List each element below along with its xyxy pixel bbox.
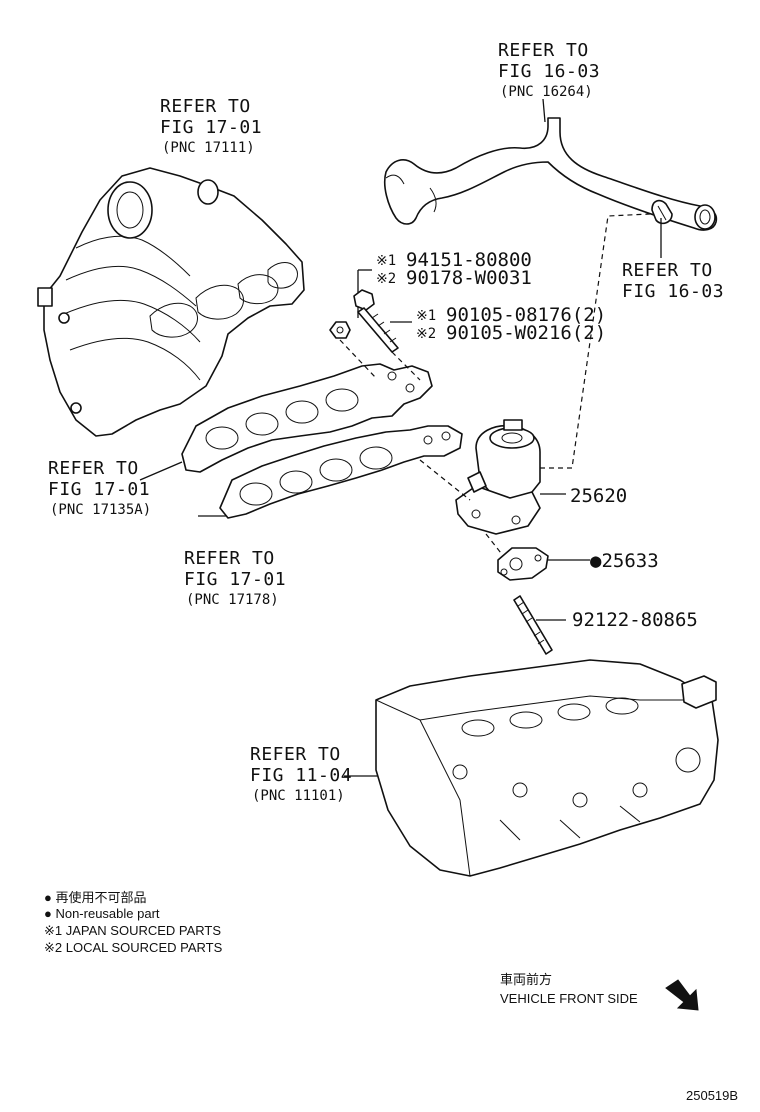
hose-ref-l2: FIG 16-03 bbox=[498, 61, 600, 82]
nut-part-2: 90178-W0031 bbox=[406, 267, 532, 289]
egr-valve-part: 25620 bbox=[570, 485, 627, 507]
gasket-b-drawing bbox=[219, 425, 463, 519]
legend-nonreusable: ● Non-reusable part bbox=[44, 906, 160, 921]
figure-id: 250519B bbox=[686, 1088, 738, 1103]
legend-japan: ※1 JAPAN SOURCED PARTS bbox=[44, 923, 221, 938]
egr-valve-dashline bbox=[540, 213, 651, 469]
manifold-ref-l3: (PNC 17111) bbox=[162, 140, 255, 156]
hose-drawing bbox=[383, 117, 718, 231]
manifold-ref-l1: REFER TO bbox=[160, 96, 251, 117]
stud-part: 92122-80865 bbox=[572, 609, 698, 631]
bolt-part-2: 90105-W0216(2) bbox=[446, 322, 606, 344]
stud-drawing bbox=[513, 595, 553, 655]
front-en: VEHICLE FRONT SIDE bbox=[500, 991, 638, 1006]
gasket-a-ref-l2: FIG 17-01 bbox=[48, 479, 150, 500]
egr-gasket-part: ●25633 bbox=[590, 550, 659, 572]
gasket-b-ref-l3: (PNC 17178) bbox=[186, 592, 279, 608]
nut-part-1: 94151-80800 bbox=[406, 249, 532, 271]
gasket-a-ref-l3: (PNC 17135A) bbox=[50, 502, 151, 518]
gasket-b-ref-l1: REFER TO bbox=[184, 548, 275, 569]
gasket-a-drawing bbox=[181, 363, 433, 473]
clamp-ref-l2: FIG 16-03 bbox=[622, 281, 724, 302]
cylinder-head-ref-l1: REFER TO bbox=[250, 744, 341, 765]
front-arrow-icon bbox=[665, 979, 699, 1011]
clamp-ref-l1: REFER TO bbox=[622, 260, 713, 281]
bolt-drawing bbox=[353, 289, 399, 353]
hose-ref-l3: (PNC 16264) bbox=[500, 84, 593, 100]
egr-dashline-a bbox=[419, 459, 471, 501]
bolt-dashline bbox=[391, 351, 421, 381]
cylinder-head-drawing bbox=[375, 659, 719, 877]
intake-manifold-drawing bbox=[37, 167, 305, 437]
cylinder-head-ref-l3: (PNC 11101) bbox=[252, 788, 345, 804]
manifold-ref-l2: FIG 17-01 bbox=[160, 117, 262, 138]
hose-leader bbox=[542, 98, 546, 123]
nut-mark-1: ※1 bbox=[376, 253, 396, 269]
nut-drawing bbox=[329, 321, 351, 339]
front-jp: 車両前方 bbox=[500, 972, 552, 987]
hose-ref-l1: REFER TO bbox=[498, 40, 589, 61]
bolt-mark-2: ※2 bbox=[416, 326, 436, 342]
bolt-mark-1: ※1 bbox=[416, 308, 436, 324]
cylinder-head-ref-l2: FIG 11-04 bbox=[250, 765, 352, 786]
legend-local: ※2 LOCAL SOURCED PARTS bbox=[44, 940, 223, 955]
nut-mark-2: ※2 bbox=[376, 271, 396, 287]
gasket-a-ref-l1: REFER TO bbox=[48, 458, 139, 479]
gasket-a-leader bbox=[139, 461, 183, 481]
egr-valve-drawing bbox=[455, 419, 541, 535]
egr-gasket-drawing bbox=[497, 547, 549, 581]
bolt-part-1: 90105-08176(2) bbox=[446, 304, 606, 326]
gasket-b-ref-l2: FIG 17-01 bbox=[184, 569, 286, 590]
legend-jp-nonreusable: ● 再使用不可部品 bbox=[44, 890, 146, 905]
